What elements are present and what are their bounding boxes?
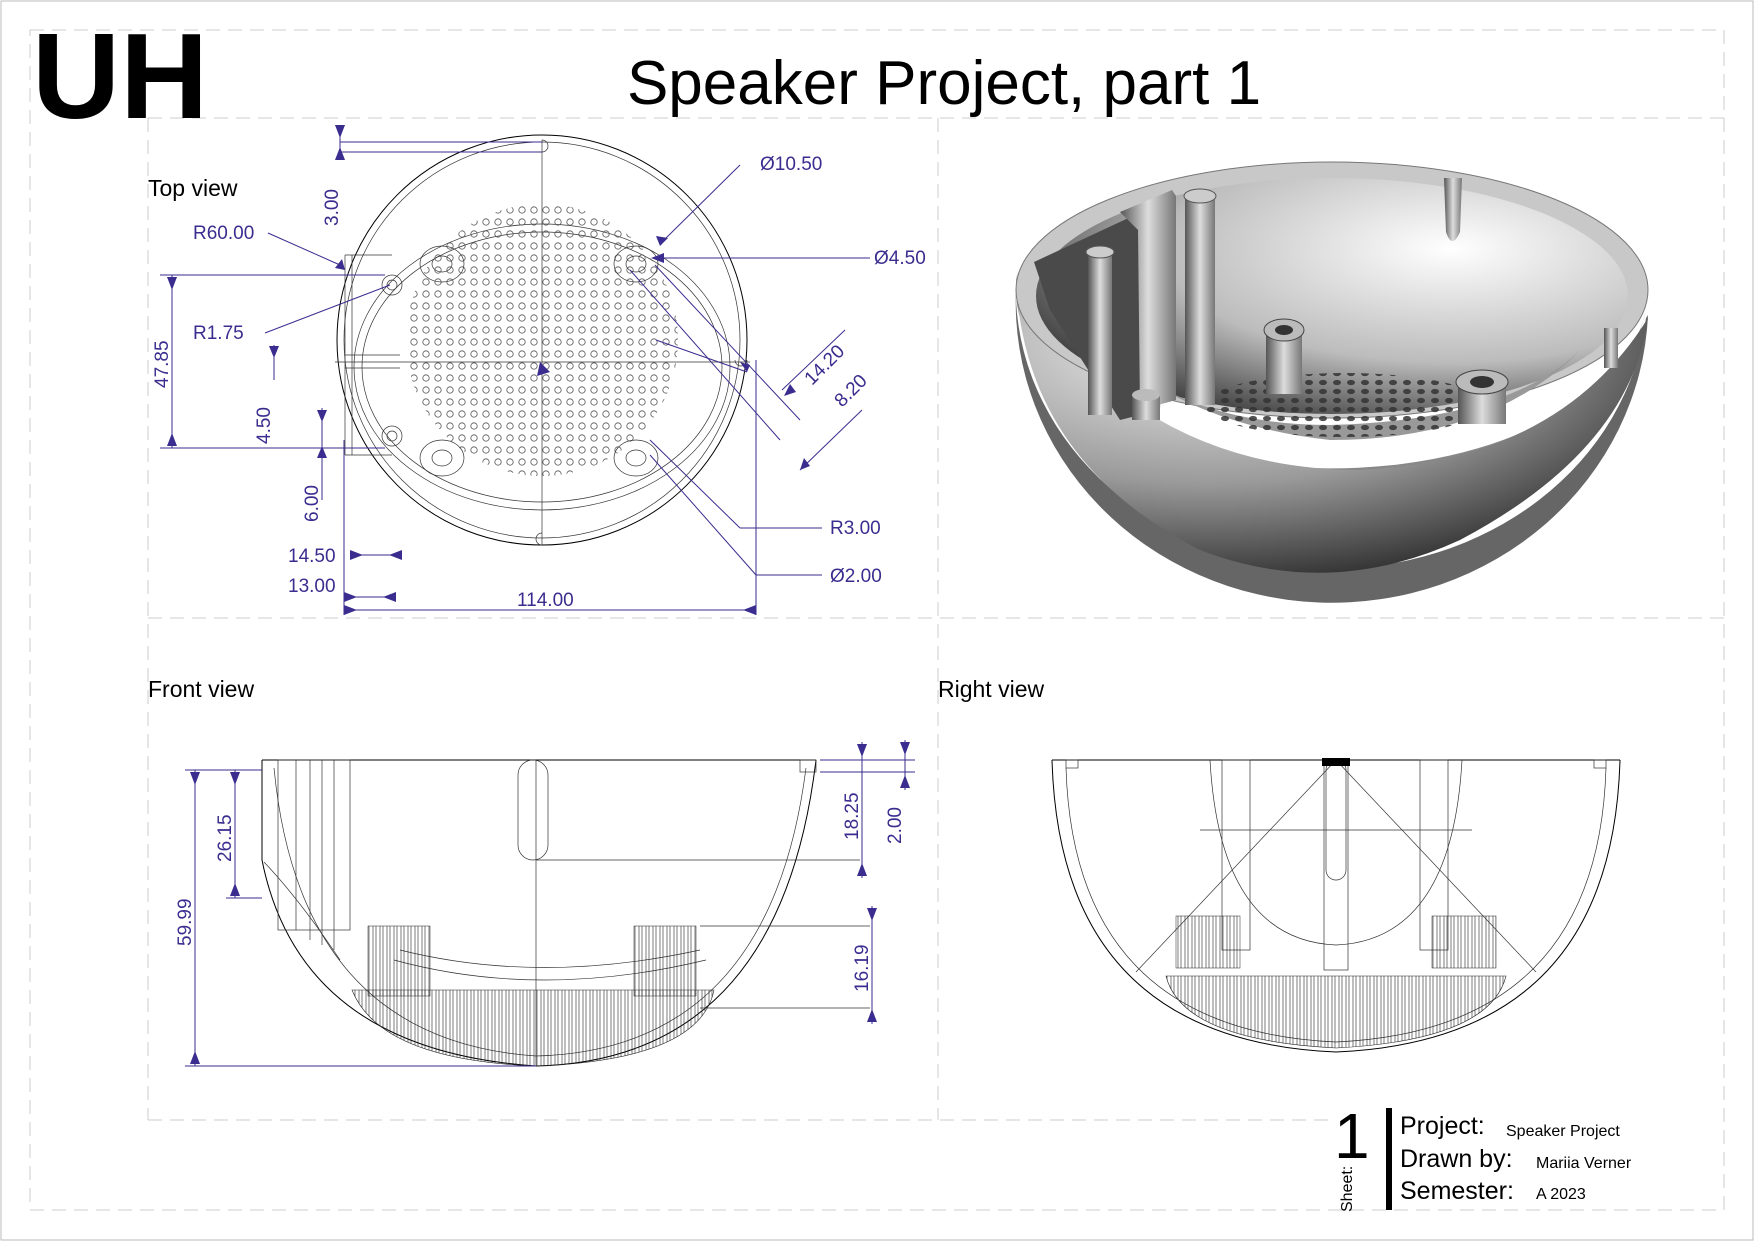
mount-boss <box>419 245 465 283</box>
front-view-drawing <box>261 759 870 1067</box>
dim-text: Ø10.50 <box>760 154 822 175</box>
dim-text: 114.00 <box>517 590 574 611</box>
drawn-by-label: Drawn by: <box>1400 1145 1513 1173</box>
dim-text: Ø2.00 <box>830 566 882 587</box>
title-block: 1 Sheet: Project: Speaker Project Drawn … <box>1334 1100 1632 1212</box>
semester-label: Semester: <box>1400 1177 1514 1205</box>
top-view-dimensions <box>160 125 870 615</box>
semester-value: A 2023 <box>1536 1186 1586 1203</box>
mount-boss <box>613 439 659 477</box>
dim-text: R60.00 <box>193 223 254 244</box>
drawing-title: Speaker Project, part 1 <box>627 49 1261 118</box>
dim-text: 6.00 <box>302 485 323 522</box>
dim-text: 18.25 <box>842 792 863 840</box>
front-view-label: Front view <box>148 676 254 702</box>
project-label: Project: <box>1400 1112 1485 1140</box>
dim-text: 16.19 <box>852 944 873 992</box>
dim-text: 47.85 <box>152 340 173 388</box>
dim-text: 3.00 <box>322 189 343 226</box>
sheet-label: Sheet: <box>1339 1166 1356 1212</box>
dim-text: 14.50 <box>288 546 336 567</box>
top-view-drawing <box>335 134 750 546</box>
right-view-drawing <box>1051 758 1621 1053</box>
dim-text: 8.20 <box>831 371 872 412</box>
right-view-label: Right view <box>938 676 1044 702</box>
dim-text: 59.99 <box>175 898 196 946</box>
drawn-by-value: Mariia Verner <box>1536 1155 1632 1172</box>
dim-text: R1.75 <box>193 323 244 344</box>
top-view-label: Top view <box>148 175 238 201</box>
bowl-3d-render <box>1015 161 1649 603</box>
project-value: Speaker Project <box>1506 1123 1620 1140</box>
dim-text: 26.15 <box>215 814 236 862</box>
dim-text: 4.50 <box>254 407 275 444</box>
dim-text: 13.00 <box>288 576 336 597</box>
dim-text: R3.00 <box>830 518 881 539</box>
mount-boss <box>613 245 659 283</box>
dim-text: Ø4.50 <box>874 248 926 269</box>
front-view-dimensions <box>185 740 915 1067</box>
dim-text: 2.00 <box>885 807 906 844</box>
sheet-number: 1 <box>1334 1100 1370 1172</box>
uh-logo: UH <box>32 8 208 144</box>
sheet-frame <box>29 29 1725 1211</box>
mount-boss <box>419 439 465 477</box>
